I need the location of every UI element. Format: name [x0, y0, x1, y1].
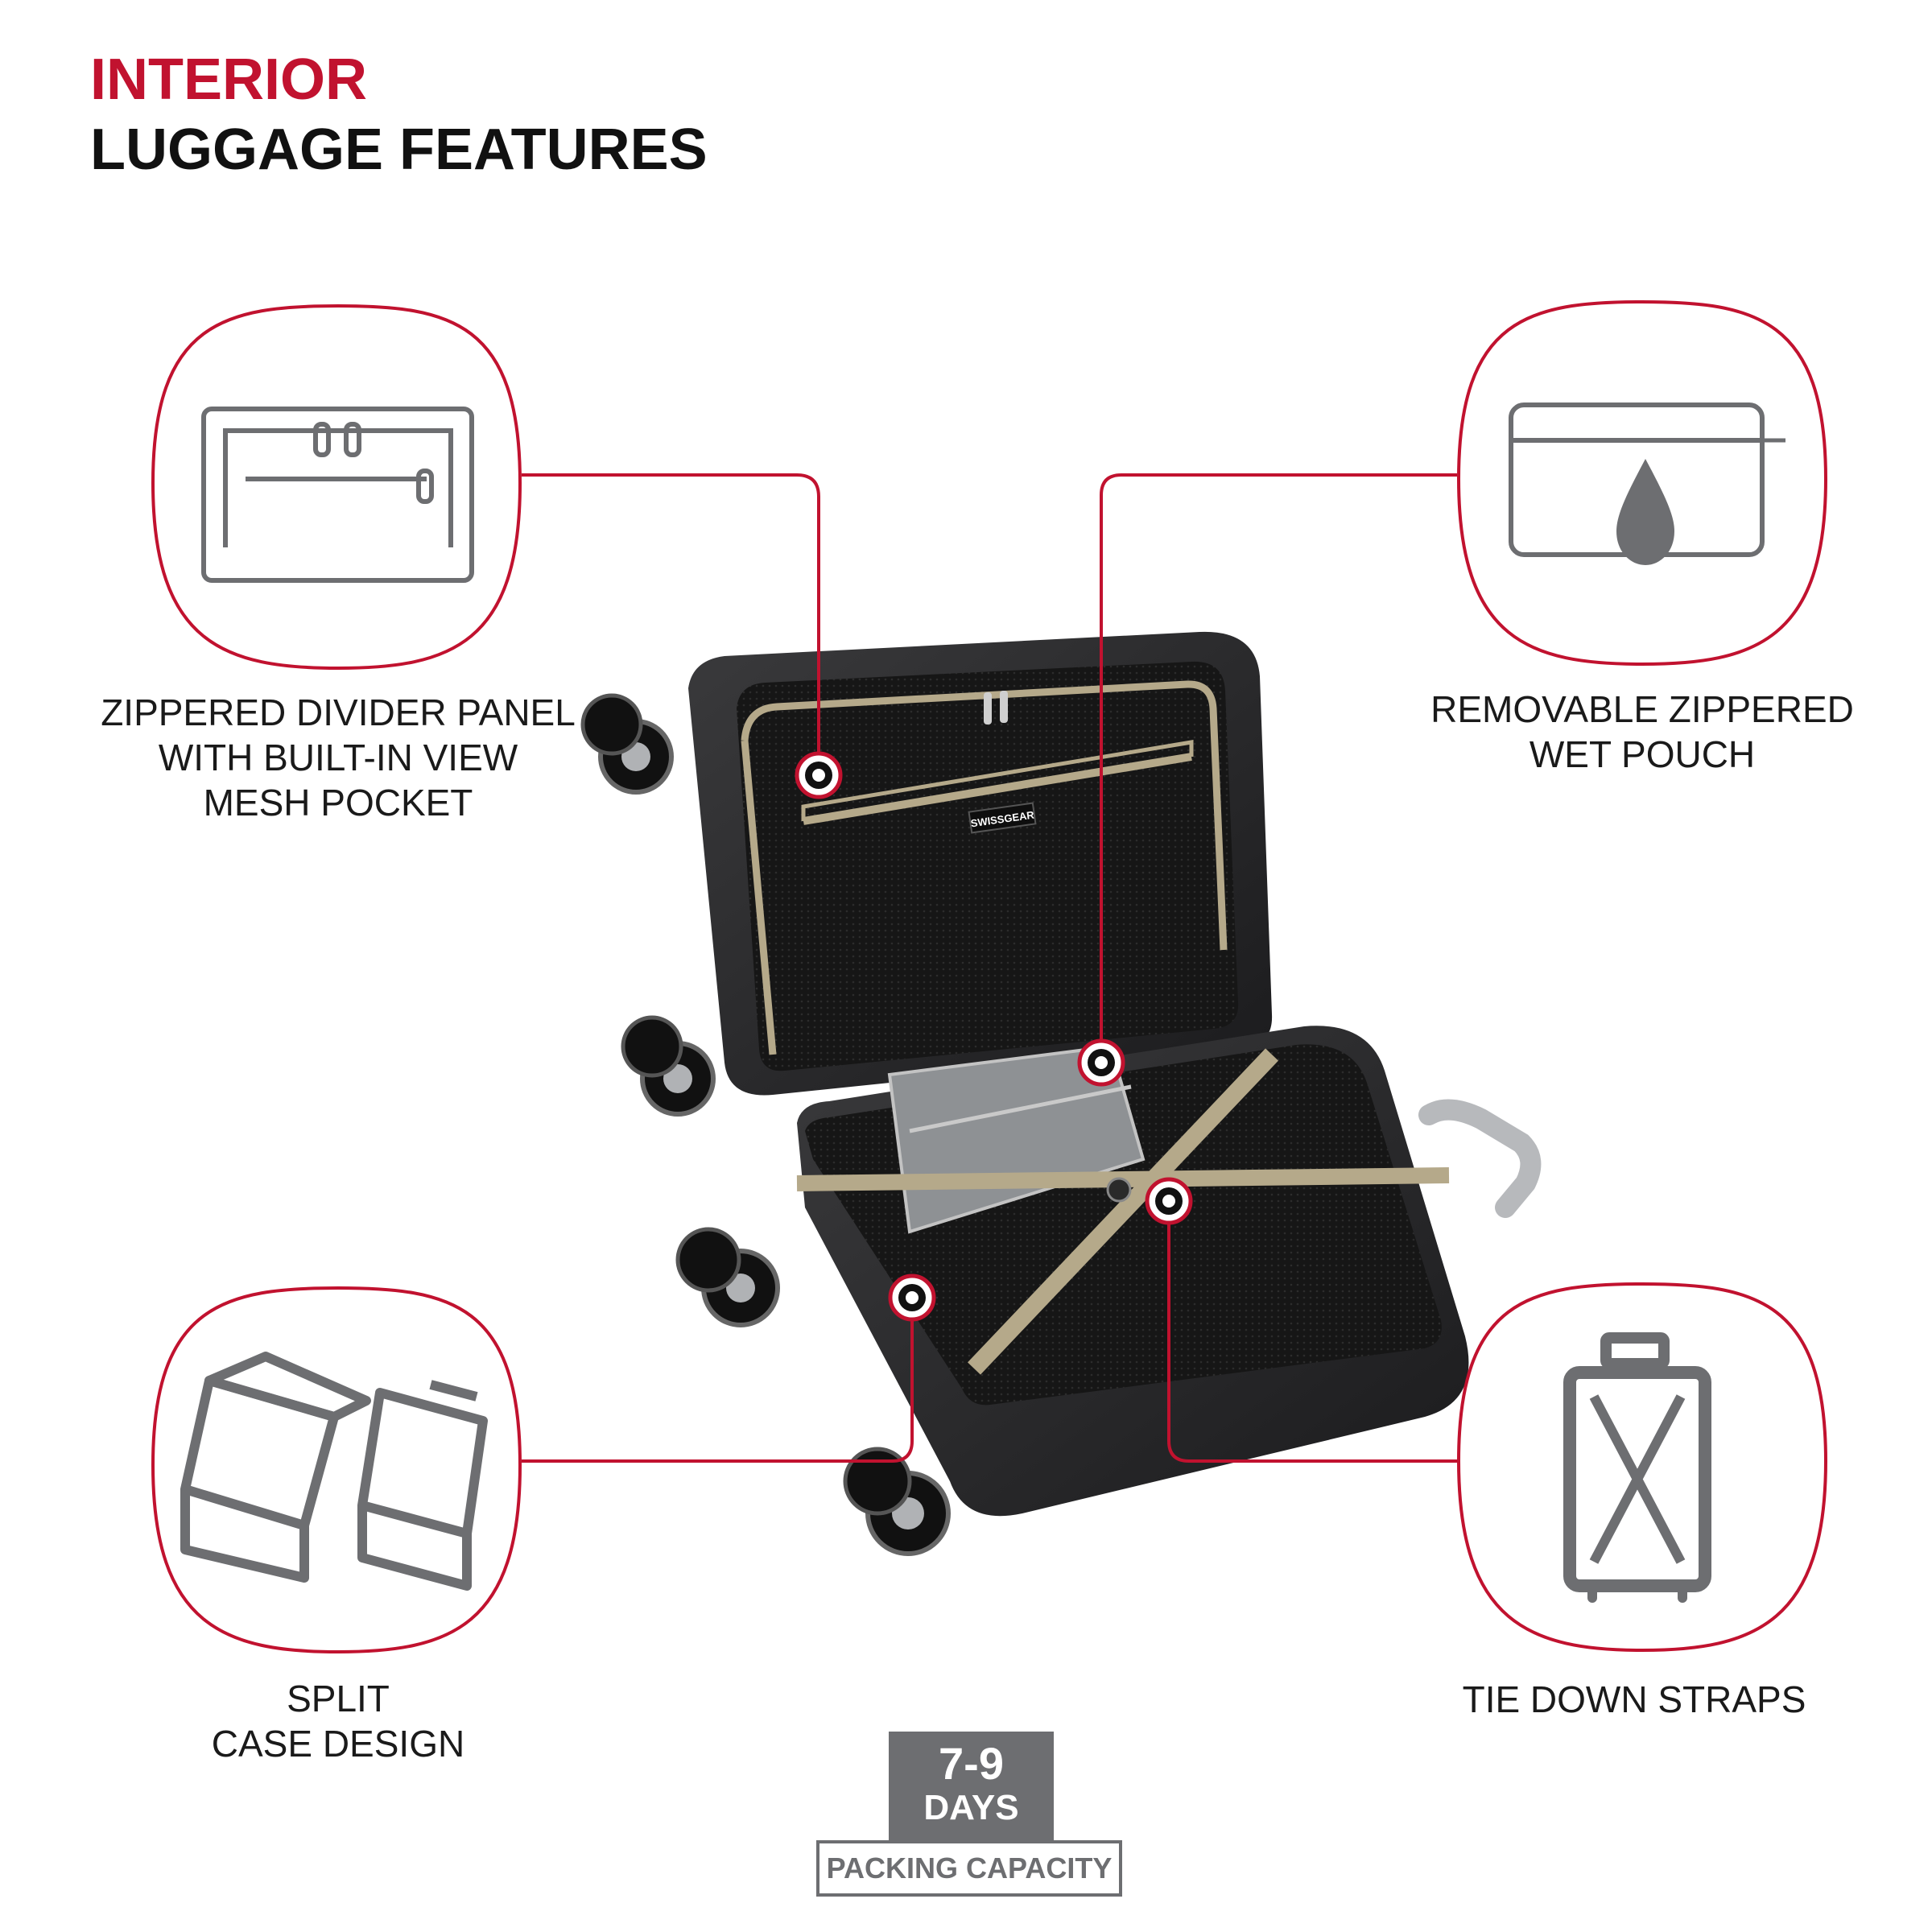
frame-split-case	[151, 1286, 522, 1654]
tie-down-strap-diagonal	[968, 1048, 1278, 1375]
frame-divider-panel	[151, 303, 522, 671]
hotspot-wet-pouch	[1077, 1038, 1125, 1087]
label-divider-panel-line-1: ZIPPERED DIVIDER PANEL	[101, 691, 576, 733]
label-divider-panel: ZIPPERED DIVIDER PANEL WITH BUILT-IN VIE…	[48, 690, 628, 825]
header-title-accent: INTERIOR	[90, 47, 368, 112]
callout-line-tie-down	[1167, 1201, 1457, 1463]
callout-line-divider-panel	[522, 473, 820, 775]
hotspots	[795, 751, 1193, 1322]
hotspot-tie-down	[1145, 1177, 1193, 1225]
label-wet-pouch-line-2: WET POUCH	[1529, 733, 1756, 775]
spinner-wheels	[580, 693, 951, 1556]
lid-lining	[737, 661, 1239, 1071]
carry-handle	[1418, 1099, 1542, 1218]
wet-pouch-icon	[1509, 402, 1785, 565]
callout-line-wet-pouch	[1100, 473, 1457, 1063]
open-suitcase: SWISSGEAR	[580, 631, 1542, 1556]
label-divider-panel-line-2: WITH BUILT-IN VIEW	[158, 737, 518, 778]
capacity-days-badge: 7-9 DAYS	[889, 1732, 1054, 1840]
strap-buckle	[1106, 1177, 1132, 1203]
divider-zipper-trim	[741, 680, 1228, 951]
label-split-case: SPLIT CASE DESIGN	[97, 1676, 580, 1766]
hotspot-split-case	[888, 1274, 936, 1322]
tie-down-straps-icon	[1563, 1332, 1711, 1603]
label-wet-pouch-line-1: REMOVABLE ZIPPERED	[1430, 688, 1854, 730]
hotspot-divider-panel	[795, 751, 843, 799]
label-divider-panel-line-3: MESH POCKET	[203, 782, 473, 824]
label-tie-down: TIE DOWN STRAPS	[1377, 1677, 1892, 1722]
split-case-icon	[180, 1352, 488, 1591]
callout-line-split-case	[522, 1298, 914, 1463]
label-split-case-line-2: CASE DESIGN	[211, 1723, 465, 1765]
zippered-panel-icon	[201, 407, 474, 583]
label-tie-down-line-1: TIE DOWN STRAPS	[1462, 1678, 1806, 1720]
brand-tag	[968, 802, 1037, 834]
capacity-unit: DAYS	[923, 1788, 1019, 1827]
capacity-label: PACKING CAPACITY	[816, 1840, 1122, 1897]
label-wet-pouch: REMOVABLE ZIPPERED WET POUCH	[1360, 687, 1924, 777]
label-split-case-line-1: SPLIT	[287, 1678, 390, 1719]
pocket-zipper-trim	[803, 753, 1192, 825]
callout-lines	[522, 473, 1457, 1463]
header-title-main: LUGGAGE FEATURES	[90, 118, 708, 182]
capacity-range: 7-9	[939, 1738, 1004, 1789]
